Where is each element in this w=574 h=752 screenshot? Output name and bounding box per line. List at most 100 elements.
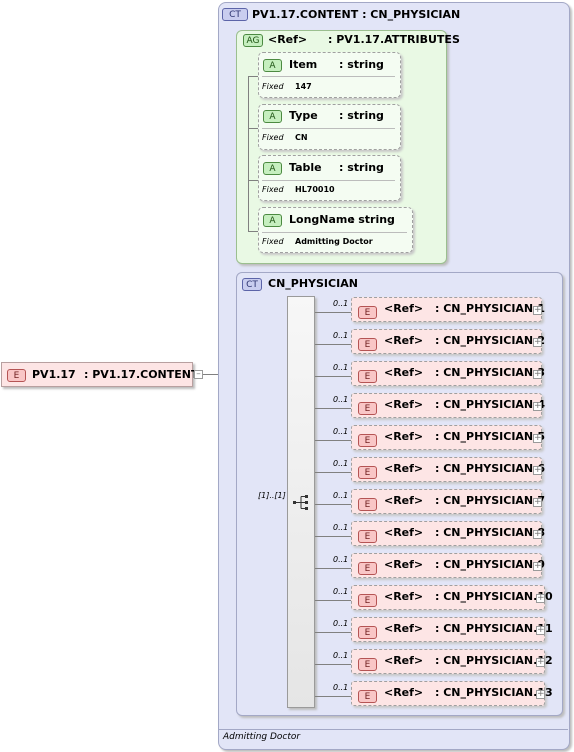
attribute-group-type: : PV1.17.ATTRIBUTES [328,33,460,46]
attribute-name: Table [289,161,322,174]
element-occurrence: 0..1 [333,619,349,628]
plus-box-icon[interactable]: + [533,369,542,379]
element-type: : CN_PHYSICIAN.1 [435,302,545,315]
sequence-occurrence: [1]..[1] [258,491,286,500]
attribute-table-box[interactable] [258,155,401,201]
sequence-icon [293,495,308,510]
element-box[interactable] [351,681,545,706]
element-badge: E [358,562,377,575]
connector [315,376,352,377]
annotation-text: Admitting Doctor [223,732,301,742]
minus-box-icon[interactable]: – [194,370,203,379]
element-badge: E [358,530,377,543]
attribute-divider [262,180,395,181]
element-ref: <Ref> [384,558,424,571]
fixed-value: CN [295,133,308,142]
root-element-name: PV1.17 [32,368,76,381]
annotation-divider [219,729,568,730]
plus-box-icon[interactable]: + [533,305,542,315]
element-occurrence: 0..1 [333,395,349,404]
plus-box-icon[interactable]: + [536,593,545,603]
attribute-badge: A [263,162,282,175]
element-badge: E [358,466,377,479]
element-box[interactable] [351,393,542,418]
fixed-value: Admitting Doctor [295,237,373,246]
plus-box-icon[interactable]: + [533,465,542,475]
element-ref: <Ref> [384,494,424,507]
plus-box-icon[interactable]: + [533,433,542,443]
element-box[interactable] [351,329,542,354]
root-element-box[interactable] [1,362,193,387]
plus-box-icon[interactable]: + [533,337,542,347]
connector [315,696,352,697]
fixed-label: Fixed [262,133,284,142]
attribute-type: : string [339,109,384,122]
element-box[interactable] [351,649,545,674]
element-badge: E [358,370,377,383]
plus-box-icon[interactable]: + [533,497,542,507]
complex-type-badge: CT [222,8,248,21]
content-type-title: PV1.17.CONTENT : CN_PHYSICIAN [252,8,461,21]
element-type: : CN_PHYSICIAN.9 [435,558,545,571]
attribute-type: : string [350,213,395,226]
element-box[interactable] [351,617,545,642]
fixed-label: Fixed [262,82,284,91]
attribute-divider [262,232,407,233]
attribute-divider [262,128,395,129]
element-box[interactable] [351,457,542,482]
complex-type-badge: CT [242,278,262,291]
root-element-type: : PV1.17.CONTENT [84,368,199,381]
element-occurrence: 0..1 [333,331,349,340]
element-badge: E [358,690,377,703]
element-badge: E [358,306,377,319]
element-ref: <Ref> [384,366,424,379]
element-badge: E [358,594,377,607]
element-ref: <Ref> [384,398,424,411]
element-box[interactable] [351,297,542,322]
plus-box-icon[interactable]: + [536,625,545,635]
connector [203,374,228,375]
element-box[interactable] [351,489,542,514]
element-type: : CN_PHYSICIAN.4 [435,398,545,411]
element-badge: E [7,369,26,382]
element-box[interactable] [351,553,542,578]
connector [248,180,258,181]
fixed-value: HL70010 [295,185,335,194]
element-ref: <Ref> [384,430,424,443]
connector [315,568,352,569]
element-type: : CN_PHYSICIAN.8 [435,526,545,539]
fixed-label: Fixed [262,185,284,194]
connector [248,76,249,231]
element-box[interactable] [351,361,542,386]
plus-box-icon[interactable]: + [533,529,542,539]
element-ref: <Ref> [384,302,424,315]
attribute-name: Type [289,109,318,122]
fixed-value: 147 [295,82,312,91]
element-ref: <Ref> [384,622,424,635]
connector [315,632,352,633]
connector [315,344,352,345]
plus-box-icon[interactable]: + [533,401,542,411]
element-type: : CN_PHYSICIAN.12 [435,654,553,667]
connector [248,76,258,77]
element-occurrence: 0..1 [333,459,349,468]
attribute-divider [262,76,395,77]
element-type: : CN_PHYSICIAN.3 [435,366,545,379]
element-box[interactable] [351,425,542,450]
attribute-item-box[interactable] [258,52,401,98]
physician-type-title: CN_PHYSICIAN [268,277,358,290]
element-type: : CN_PHYSICIAN.5 [435,430,545,443]
connector [315,600,352,601]
element-badge: E [358,434,377,447]
plus-box-icon[interactable]: + [536,689,545,699]
element-occurrence: 0..1 [333,651,349,660]
attribute-longname-box[interactable] [258,207,413,253]
element-type: : CN_PHYSICIAN.11 [435,622,553,635]
attribute-type: : string [339,58,384,71]
element-badge: E [358,626,377,639]
element-type: : CN_PHYSICIAN.6 [435,462,545,475]
element-box[interactable] [351,585,545,610]
element-occurrence: 0..1 [333,427,349,436]
plus-box-icon[interactable]: + [536,657,545,667]
plus-box-icon[interactable]: + [533,561,542,571]
